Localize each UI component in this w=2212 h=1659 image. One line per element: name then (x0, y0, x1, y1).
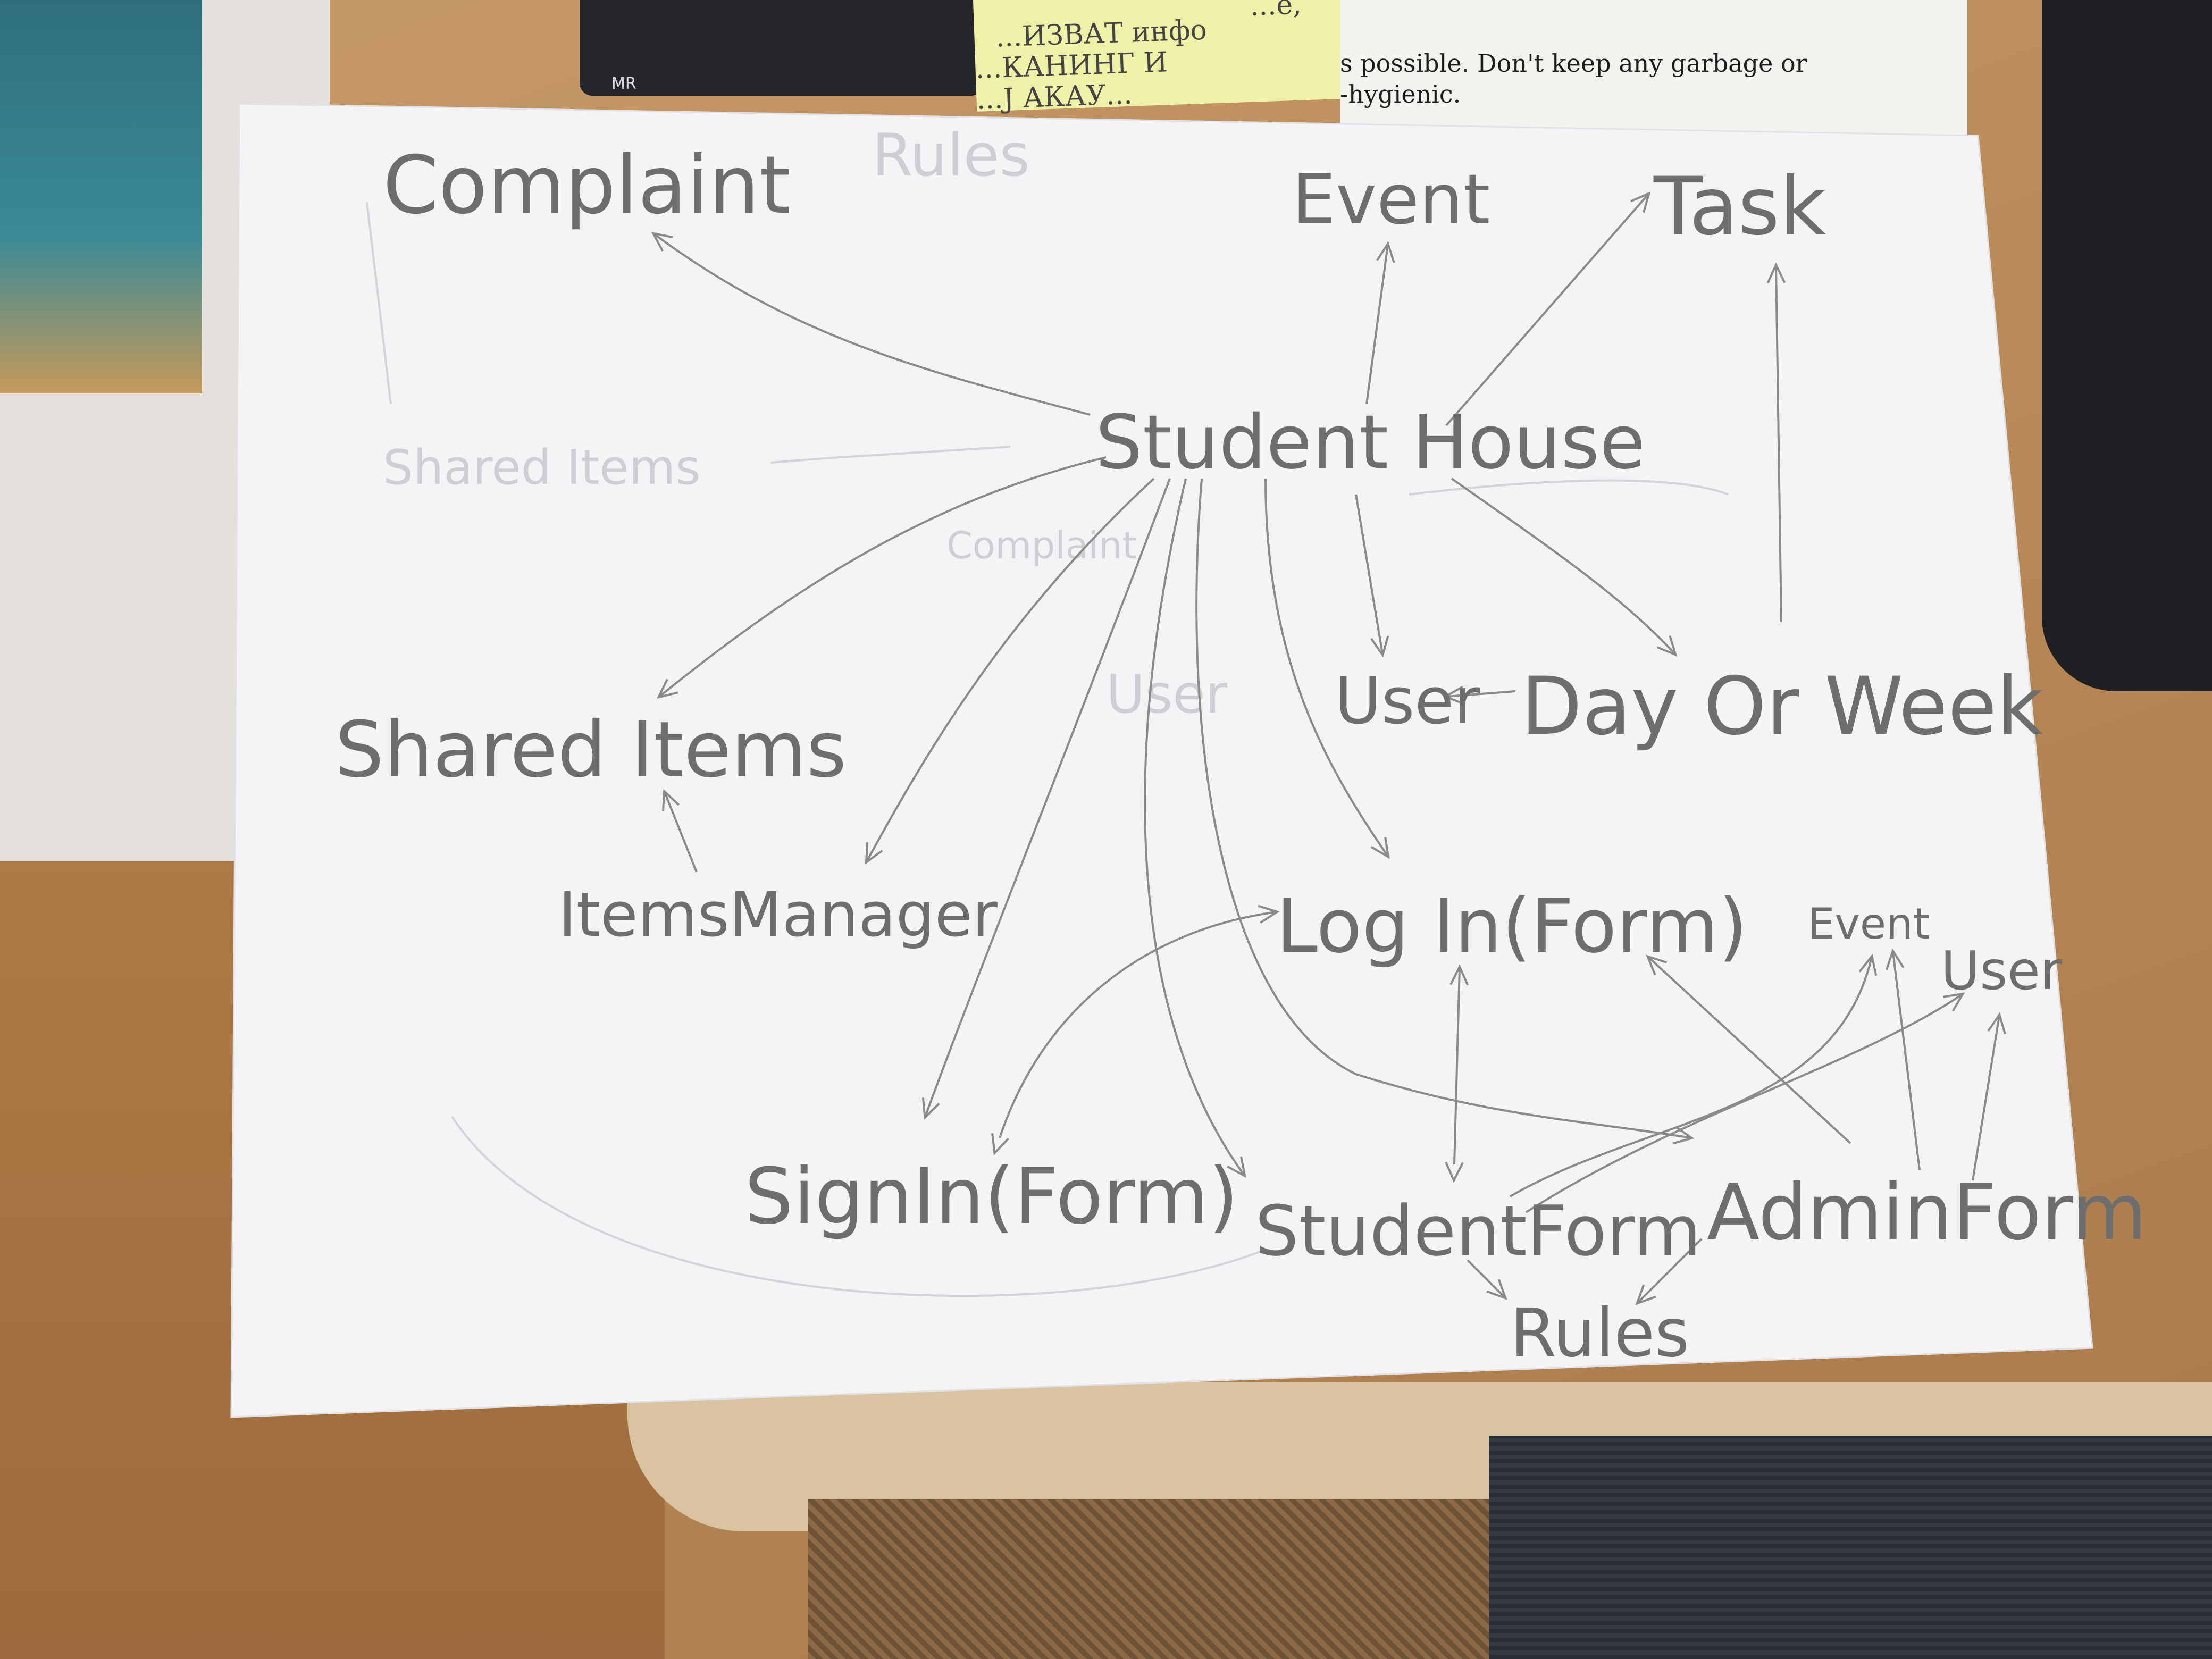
edge-studentform-rules (1467, 1259, 1505, 1297)
edge-house-complaint (654, 234, 1091, 416)
node-event-small: Event (1808, 899, 1930, 949)
floor-rug (808, 1499, 1563, 1659)
erased-label-user: User (1106, 663, 1228, 725)
paper-sheet (230, 103, 2093, 1418)
node-student-form: StudentForm (1255, 1191, 1701, 1271)
edge-house-shared-items (659, 456, 1107, 697)
edge-signin-login (1000, 912, 1276, 1138)
printed-page: s possible. Don't keep any garbage or -h… (1340, 0, 1967, 138)
laptop-edge (2042, 0, 2212, 691)
floor-mat (1489, 1436, 2212, 1659)
edge-adminform-user (1972, 1016, 1999, 1181)
edge-house-items-manager (867, 477, 1155, 861)
erased-label-complaint: Complaint (946, 524, 1137, 567)
edge-adminform-login (1648, 957, 1851, 1144)
book-cover (0, 0, 202, 393)
node-task: Task (1653, 161, 1826, 253)
edge-studentform-user (1525, 994, 1962, 1213)
edge-adminform-rules (1638, 1238, 1703, 1303)
edge-adminform-event (1893, 952, 1921, 1170)
calculator-key-mr: MR (611, 74, 636, 93)
edge-house-task (1445, 194, 1648, 426)
node-complaint: Complaint (383, 139, 791, 232)
edge-house-sign-in (925, 478, 1171, 1117)
edge-house-user (1355, 494, 1382, 654)
node-sign-in-form: SignIn(Form) (744, 1152, 1238, 1242)
edge-house-log-in (1264, 478, 1388, 856)
printed-line-1: s possible. Don't keep any garbage or (1340, 49, 1807, 78)
edge-itemsmanager-shared (665, 792, 698, 873)
edge-day-task (1776, 266, 1781, 623)
edge-house-admin-form (1195, 478, 1691, 1138)
node-shared-items: Shared Items (335, 705, 847, 795)
edge-studentform-login (1454, 968, 1460, 1164)
erased-label-shared-items: Shared Items (383, 440, 700, 496)
node-day-or-week: Day Or Week (1521, 660, 2043, 753)
node-log-in-form: Log In(Form) (1276, 883, 1747, 970)
node-user-small: User (1941, 940, 2063, 1002)
node-admin-form: AdminForm (1707, 1168, 2147, 1258)
edge-house-day-or-week (1451, 477, 1675, 654)
node-event-top: Event (1292, 159, 1490, 240)
node-student-house: Student House (1095, 399, 1645, 486)
calculator: MR (580, 0, 984, 96)
edge-studentform-event (1510, 957, 1872, 1197)
node-user-mid: User (1335, 665, 1480, 739)
node-items-manager: ItemsManager (558, 879, 998, 951)
erased-label-rules: Rules (872, 121, 1030, 189)
node-rules: Rules (1510, 1295, 1689, 1372)
printed-line-2: -hygienic. (1340, 80, 1461, 108)
edge-house-event (1365, 245, 1388, 405)
edge-day-user (1446, 691, 1516, 697)
